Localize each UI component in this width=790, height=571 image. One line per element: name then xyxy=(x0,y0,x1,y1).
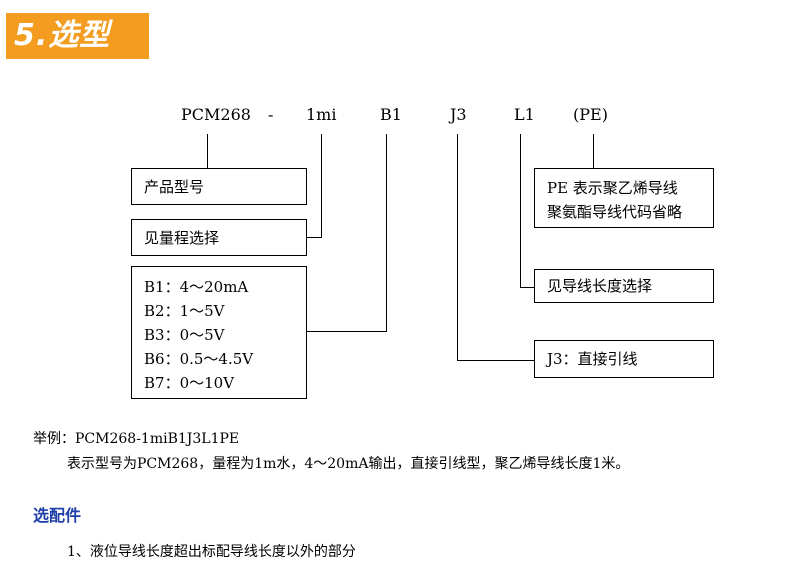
line-output xyxy=(306,134,387,332)
j3-label: J3：直接引线 xyxy=(547,350,638,368)
output-option-b6: B6：0.5～4.5V xyxy=(144,350,254,368)
code-part-length: L1 xyxy=(514,105,535,124)
code-part-connection: J3 xyxy=(450,105,467,124)
code-part-dash: - xyxy=(268,105,274,124)
range-selection-box: 见量程选择 xyxy=(131,219,307,256)
range-selection-label: 见量程选择 xyxy=(144,229,220,247)
section-header: 5.选型 xyxy=(6,13,149,59)
output-option-b3: B3：0～5V xyxy=(144,326,225,344)
code-part-wire: (PE) xyxy=(573,105,608,124)
output-options-box: B1：4～20mA B2：1～5V B3：0～5V B6：0.5～4.5V B7… xyxy=(131,266,307,399)
example-label: 举例：PCM268-1miB1J3L1PE xyxy=(33,431,240,447)
example-description: 表示型号为PCM268，量程为1m水，4～20mA输出，直接引线型，聚乙烯导线长… xyxy=(67,456,630,472)
line-length xyxy=(520,134,534,288)
code-part-output: B1 xyxy=(380,105,402,124)
output-option-b1: B1：4～20mA xyxy=(144,278,249,296)
pe-note-line-2: 聚氨酯导线代码省略 xyxy=(547,203,683,221)
accessories-title: 选配件 xyxy=(33,506,82,525)
product-model-box: 产品型号 xyxy=(131,168,307,205)
line-j3 xyxy=(457,134,534,361)
output-option-b2: B2：1～5V xyxy=(144,302,225,320)
accessories-item-1: 1、液位导线长度超出标配导线长度以外的部分 xyxy=(67,544,356,560)
wire-length-label: 见导线长度选择 xyxy=(547,277,653,295)
wire-length-box: 见导线长度选择 xyxy=(534,269,714,303)
output-option-b7: B7：0～10V xyxy=(144,374,235,392)
code-part-model: PCM268 xyxy=(181,105,251,124)
code-part-range: 1mi xyxy=(306,105,337,124)
j3-box: J3：直接引线 xyxy=(534,340,714,378)
pe-note-line-1: PE 表示聚乙烯导线 xyxy=(547,179,678,197)
pe-note-box: PE 表示聚乙烯导线 聚氨酯导线代码省略 xyxy=(534,168,714,228)
product-model-label: 产品型号 xyxy=(144,178,205,196)
line-range xyxy=(306,134,322,238)
